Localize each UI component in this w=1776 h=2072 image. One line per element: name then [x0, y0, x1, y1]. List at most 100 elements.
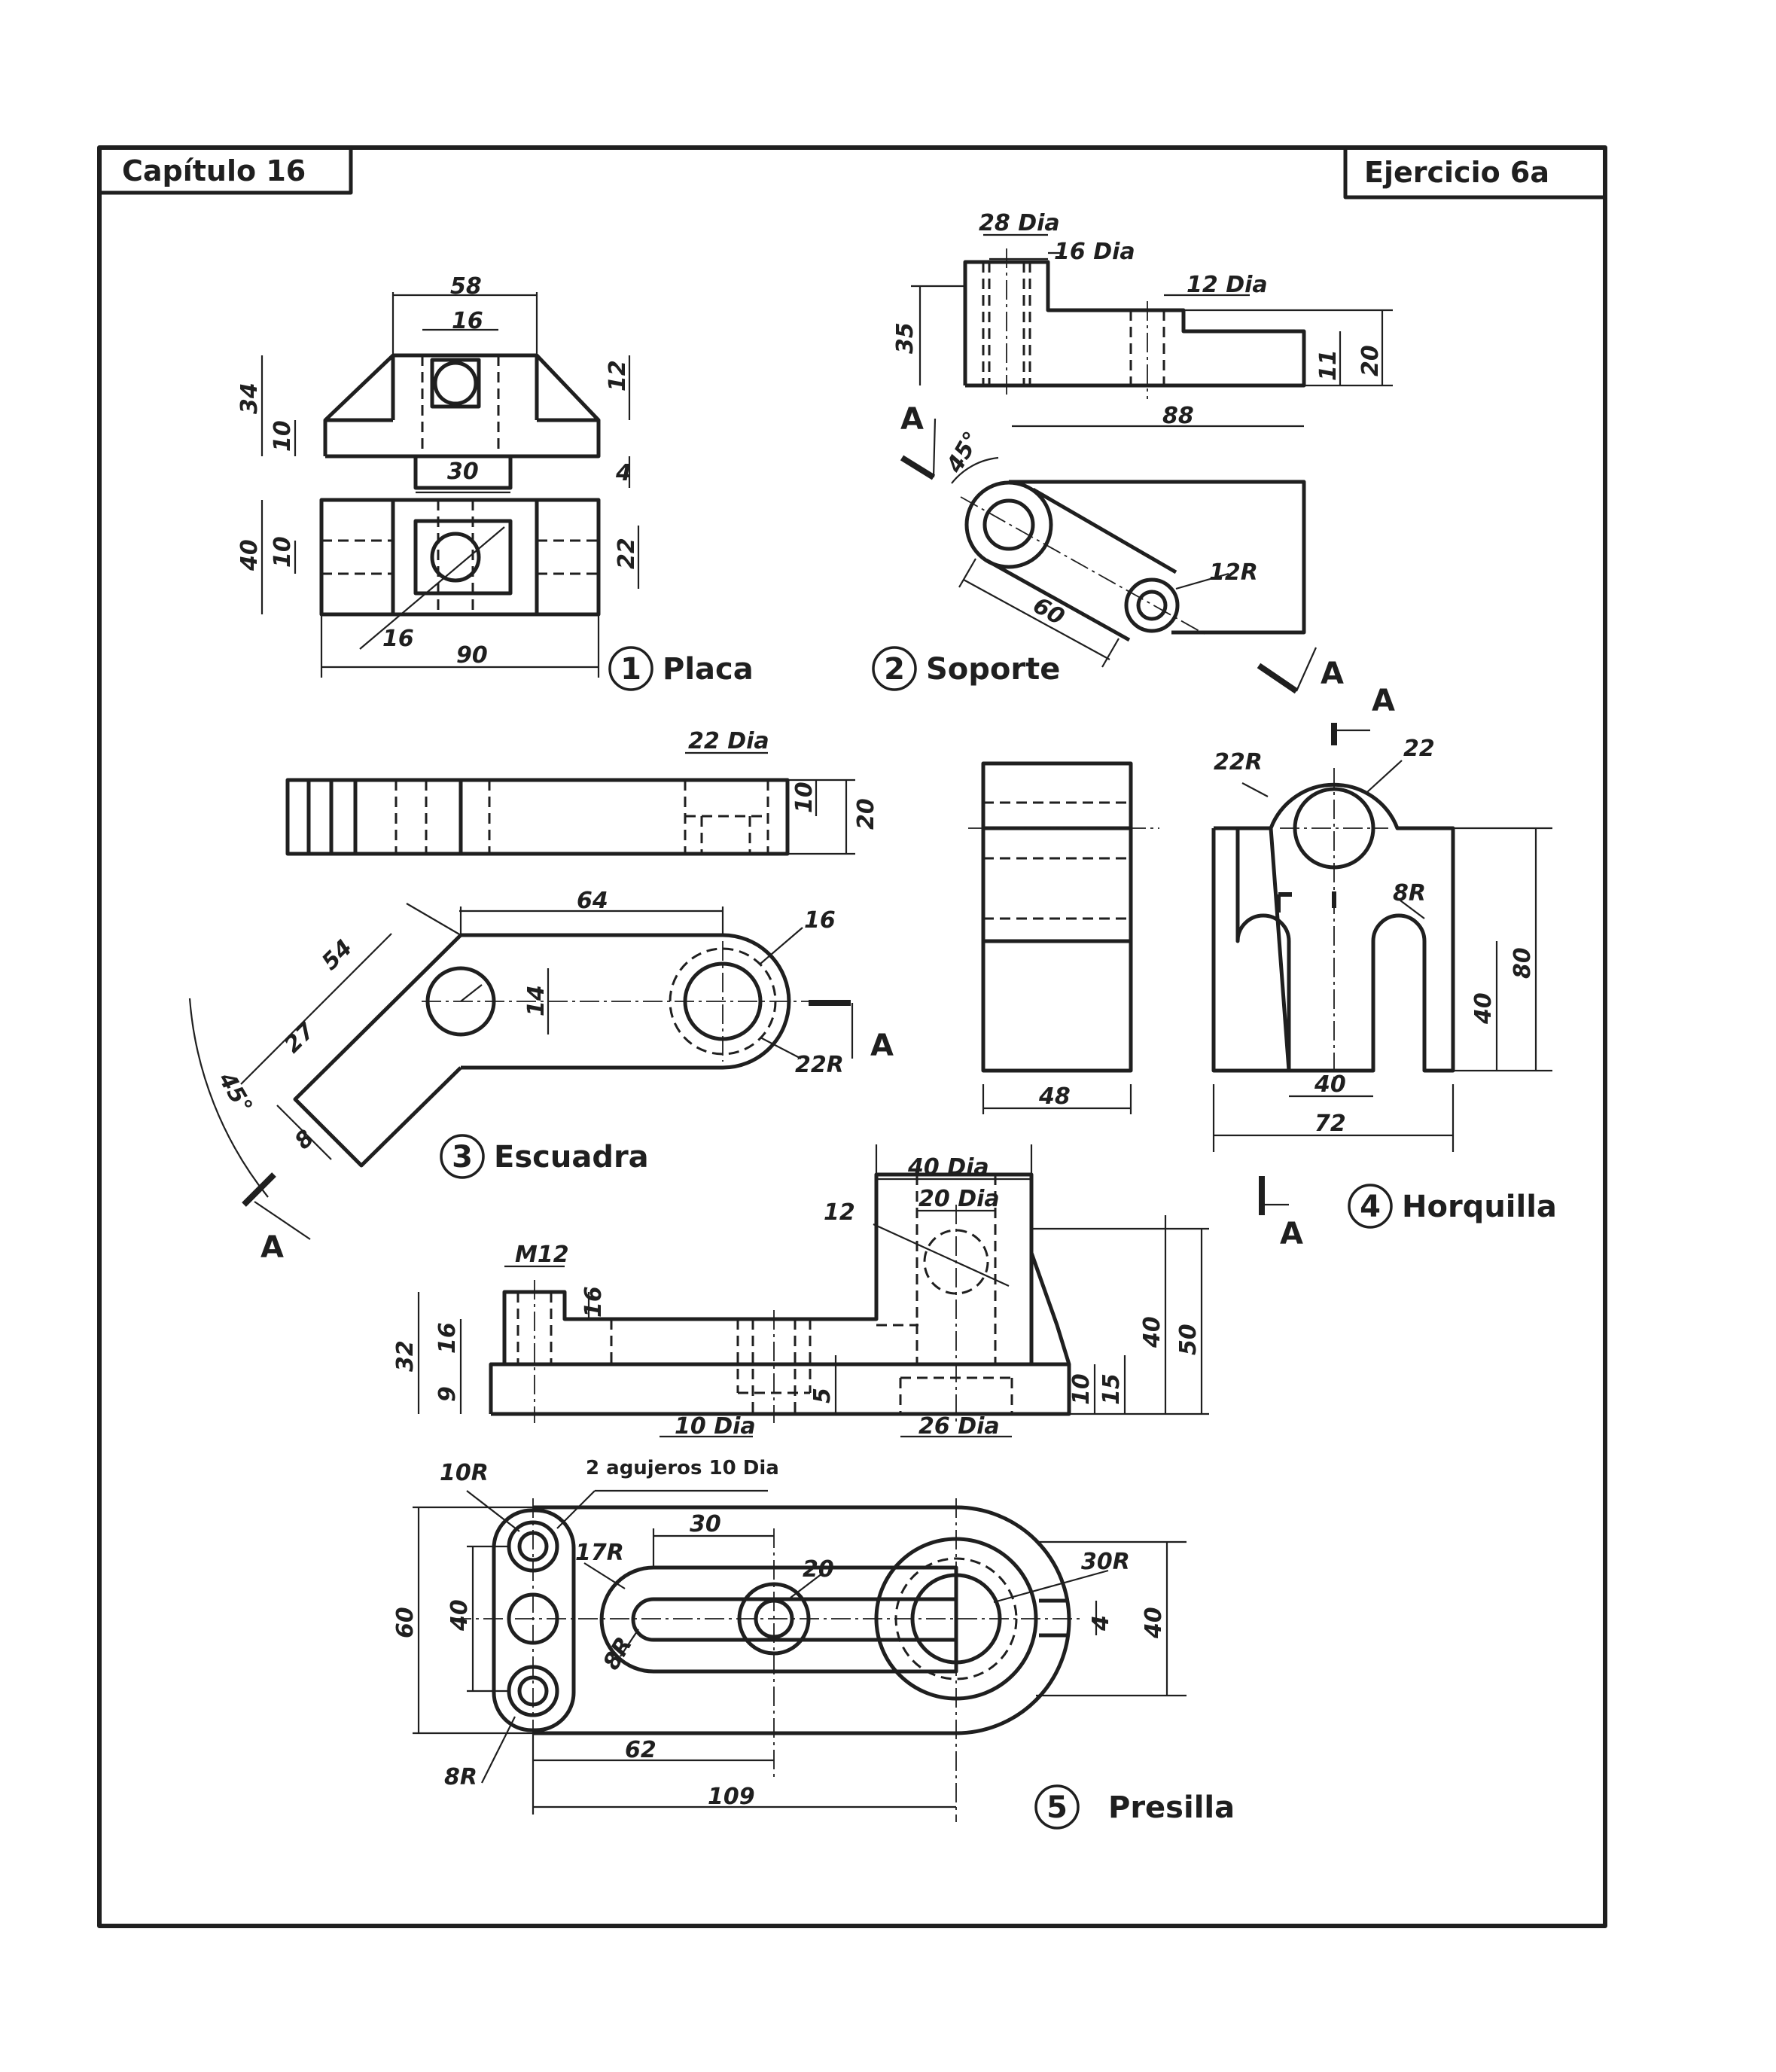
dim-label: 9 — [434, 1386, 461, 1402]
sheet-border — [97, 145, 1607, 1928]
chapter-title: Capítulo 16 — [122, 154, 306, 187]
dim-label: 30 — [690, 1511, 721, 1537]
escuadra-front-view — [285, 778, 790, 856]
dim-label: 60 — [1028, 593, 1069, 631]
dim-label: 10 — [270, 536, 296, 568]
dim-label: 90 — [456, 642, 488, 669]
dim-label: 8 — [290, 1125, 320, 1155]
part-number-2: 2 — [884, 652, 905, 687]
part-name-presilla: Presilla — [1108, 1790, 1235, 1825]
dim-label: 109 — [708, 1784, 755, 1810]
section-label-a: A — [1280, 1217, 1303, 1251]
placa-dimensions — [260, 292, 640, 678]
section-label-a: A — [1321, 657, 1344, 691]
dim-label: 80 — [1509, 947, 1536, 979]
dim-label: 72 — [1314, 1111, 1346, 1137]
part-number-3: 3 — [452, 1140, 473, 1175]
dim-label: 10 — [791, 782, 818, 813]
dim-label: 8R — [1393, 880, 1426, 906]
part-number-1: 1 — [620, 652, 641, 687]
dim-label: 50 — [1175, 1324, 1202, 1355]
dim-label: 20 — [853, 798, 879, 830]
part-4-horquilla: 22R 22 8R 80 40 40 72 48 A A 4 Horquilla — [968, 684, 1557, 1251]
exercise-title: Ejercicio 6a — [1364, 156, 1549, 189]
dim-label: 10R — [440, 1460, 489, 1486]
dim-label: 40 — [1470, 992, 1497, 1025]
dim-label: 48 — [1038, 1083, 1071, 1110]
dim-label: 12 Dia — [1187, 272, 1268, 298]
dim-label: 16 — [580, 1286, 607, 1318]
part-3-escuadra: 22 Dia 10 20 64 16 54 27 14 22R 45° 8 A … — [188, 728, 894, 1265]
dim-label: 34 — [236, 382, 263, 414]
dim-label: 8R — [444, 1764, 477, 1790]
horquilla-front-view — [1211, 723, 1552, 1215]
part-name-escuadra: Escuadra — [494, 1140, 649, 1175]
escuadra-top-view — [188, 903, 854, 1240]
section-label-a: A — [870, 1028, 894, 1063]
dim-label: 16 — [434, 1322, 461, 1354]
escuadra-dimensions — [685, 751, 855, 855]
dim-label: 58 — [450, 273, 482, 300]
chapter-header: Capítulo 16 — [97, 145, 353, 195]
dim-label: 40 — [446, 1599, 473, 1632]
dim-label: 45° — [941, 427, 985, 478]
dim-label: M12 — [515, 1242, 569, 1268]
placa-top-view — [319, 498, 601, 650]
dim-label: 17R — [575, 1540, 624, 1566]
dim-label: 20 — [803, 1556, 834, 1583]
dim-label: 54 — [317, 934, 358, 975]
part-1-caption: 1 Placa — [608, 646, 754, 691]
dim-label: 11 — [1315, 349, 1342, 381]
presilla-dimension-labels: 40 Dia 20 Dia 12 M12 16 32 16 9 40 50 10… — [392, 1154, 1202, 1810]
soporte-dimensions — [911, 233, 1393, 428]
dim-label: 40 — [236, 539, 263, 571]
dim-label: 20 — [1357, 345, 1384, 376]
dim-label: 10 Dia — [675, 1413, 756, 1440]
section-label-a: A — [900, 402, 924, 437]
part-name-placa: Placa — [663, 652, 754, 687]
dim-label: 10 — [270, 420, 296, 452]
dim-label: 4 — [1088, 1615, 1114, 1632]
horquilla-side-view — [968, 761, 1159, 1114]
dim-label: 15 — [1098, 1373, 1125, 1405]
dim-label: 12R — [1209, 559, 1258, 586]
dim-label: 30 — [447, 459, 479, 485]
dim-label: 88 — [1162, 403, 1194, 429]
soporte-front-view — [963, 248, 1306, 399]
holes-note: 2 agujeros 10 Dia — [586, 1457, 779, 1479]
part-1-placa: 58 16 34 10 12 30 4 40 10 22 16 90 1 Pla… — [236, 273, 754, 691]
dim-label: 22 — [614, 538, 640, 569]
dim-label: 5 — [809, 1388, 836, 1403]
dim-label: 14 — [523, 985, 550, 1016]
escuadra-dimension-labels: 22 Dia 10 20 64 16 54 27 14 22R 45° 8 A … — [213, 728, 894, 1265]
dim-label: 12 — [824, 1199, 855, 1226]
section-label-a: A — [260, 1230, 284, 1265]
dim-label: 16 — [382, 626, 414, 652]
part-3-caption: 3 Escuadra — [440, 1134, 649, 1179]
dim-label: 22R — [795, 1052, 844, 1078]
dim-label: 20 Dia — [918, 1186, 1000, 1212]
dim-label: 32 — [392, 1340, 419, 1372]
dim-label: 35 — [892, 322, 918, 354]
part-number-5: 5 — [1046, 1790, 1068, 1825]
part-number-4: 4 — [1360, 1190, 1381, 1224]
presilla-top-dimensions — [413, 1489, 1187, 1815]
horquilla-dimension-labels: 22R 22 8R 80 40 40 72 48 A A — [1038, 684, 1536, 1251]
part-2-caption: 2 Soporte — [872, 646, 1060, 691]
dim-label: 40 — [1141, 1607, 1167, 1639]
presilla-front-view — [489, 1172, 1071, 1423]
exercise-header: Ejercicio 6a — [1343, 145, 1607, 200]
dim-label: 28 Dia — [979, 210, 1060, 236]
part-5-caption: 5 Presilla — [1034, 1784, 1235, 1830]
dim-label: 4 — [615, 460, 632, 486]
part-name-soporte: Soporte — [926, 652, 1060, 687]
dim-label: 22R — [1214, 749, 1263, 775]
soporte-top-view — [900, 418, 1318, 694]
dim-label: 30R — [1081, 1549, 1130, 1575]
part-5-presilla: 40 Dia 20 Dia 12 M12 16 32 16 9 40 50 10… — [392, 1144, 1235, 1830]
dim-label: 40 — [1139, 1316, 1165, 1348]
presilla-top-view — [452, 1498, 1084, 1822]
dim-label: 22 — [1403, 736, 1435, 762]
dim-label: 26 Dia — [918, 1413, 1000, 1440]
